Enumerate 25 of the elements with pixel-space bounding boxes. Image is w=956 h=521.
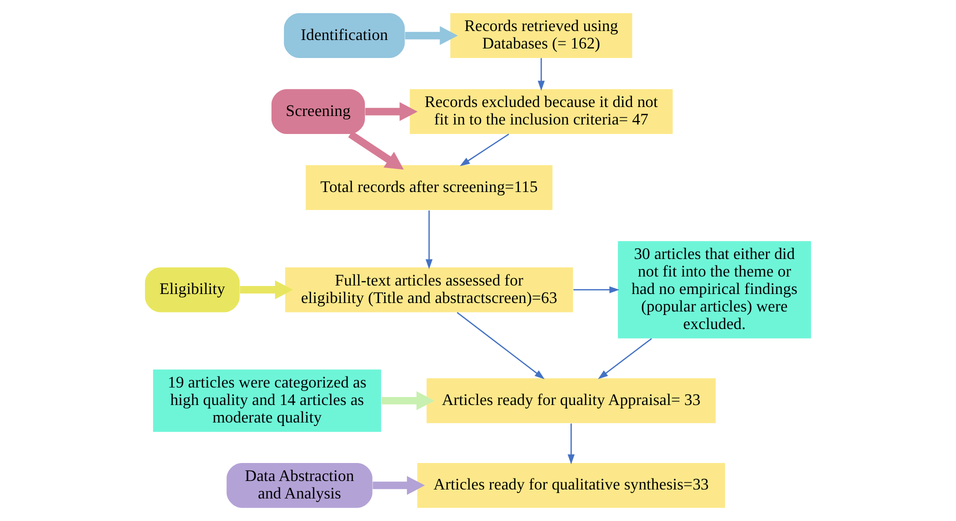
- arrow: [598, 338, 652, 380]
- node-box: Records retrieved using Databases (= 162): [450, 13, 632, 58]
- arrow: [456, 312, 545, 380]
- arrow: [426, 210, 433, 270]
- node-box: Articles ready for quality Appraisal= 33: [426, 378, 716, 424]
- arrow: [405, 26, 458, 46]
- arrow: [372, 476, 425, 495]
- node-box: 19 articles were categorized as high quality and 14 articles as moderate quality: [153, 370, 382, 432]
- node-box: Articles ready for qualitative synthesis=33: [417, 463, 726, 508]
- node-box: Screening: [271, 89, 365, 134]
- node-box: Total records after screening=115: [306, 165, 552, 210]
- node-box: 30 articles that either did not fit into the theme or had no empirical findings (popular articles) were excluded.: [618, 241, 812, 338]
- node-box: Records excluded because it did not fit in to the inclusion criteria= 47: [410, 89, 673, 134]
- node-box: Eligibility: [144, 267, 240, 312]
- arrow: [348, 131, 404, 170]
- node-box: Data Abstraction and Analysis: [226, 463, 372, 508]
- node-box: Full-text articles assessed for eligibility (Title and abstractscreen)=63: [285, 267, 574, 312]
- arrow: [538, 58, 545, 91]
- arrow: [240, 280, 294, 300]
- arrow: [568, 424, 575, 464]
- arrow: [382, 391, 435, 410]
- arrow: [573, 286, 620, 294]
- node-box: Identification: [284, 13, 405, 58]
- arrow: [365, 102, 418, 122]
- arrow: [460, 134, 510, 166]
